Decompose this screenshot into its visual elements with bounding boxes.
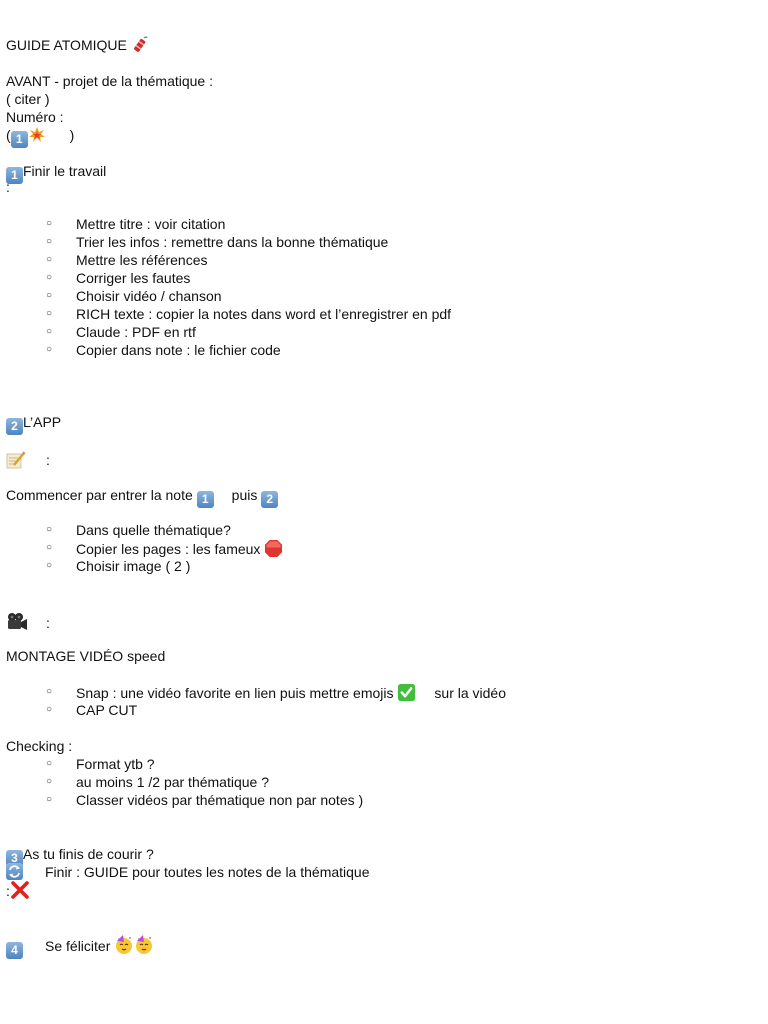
list-item: RICH texte : copier la notes dans word e… <box>76 306 452 322</box>
check-mark-button-icon <box>397 683 416 706</box>
cross-mark-icon <box>10 880 30 904</box>
camera-colon: : <box>46 615 50 631</box>
list-item: CAP CUT <box>76 702 138 718</box>
list-item: Choisir image ( 2 ) <box>76 558 191 574</box>
repeat-line: Finir : GUIDE pour toutes les notes de l… <box>6 863 370 881</box>
bullet-icon: ○ <box>45 524 53 535</box>
list-item: Mettre titre : voir citation <box>76 216 226 232</box>
list-item: Corriger les fautes <box>76 270 191 286</box>
partying-face-icon <box>114 935 154 959</box>
repeat-text: Finir : GUIDE pour toutes les notes de l… <box>45 864 370 880</box>
keycap-1-icon: 1 <box>10 131 28 148</box>
bullet-icon: ○ <box>45 218 53 229</box>
keycap-3-icon: 3 <box>6 850 23 867</box>
step4-line: 4 Se féliciter <box>6 935 154 959</box>
numero-label: Numéro : <box>6 109 64 125</box>
bullet-icon: ○ <box>45 272 53 283</box>
list-item-text: Copier les pages : les fameux <box>76 541 261 557</box>
list-item: Classer vidéos par thématique non par no… <box>76 792 364 808</box>
list-item: au moins 1 /2 par thématique ? <box>76 774 270 790</box>
bullet-icon: ○ <box>45 542 53 553</box>
citer-line: ( citer ) <box>6 91 50 107</box>
list-item: Claude : PDF en rtf <box>76 324 196 340</box>
bullet-icon: ○ <box>45 758 53 769</box>
step1-colon: : <box>6 179 10 195</box>
list-item: Trier les infos : remettre dans la bonne… <box>76 234 389 250</box>
intro-puis: puis <box>231 487 258 503</box>
bullet-icon: ○ <box>45 254 53 265</box>
step1-title: Finir le travail <box>23 163 107 179</box>
bullet-icon: ○ <box>45 236 53 247</box>
bullet-icon: ○ <box>45 704 53 715</box>
intro-text: Commencer par entrer la note <box>6 487 193 503</box>
step3-colon: : <box>6 883 10 899</box>
list-item-text: Snap : une vidéo favorite en lien puis m… <box>76 685 394 701</box>
memo-line: : <box>6 451 50 473</box>
movie-camera-icon <box>6 612 28 636</box>
bullet-icon: ○ <box>45 344 53 355</box>
list-item: Copier dans note : le fichier code <box>76 342 281 358</box>
keycap-1-icon: 1 <box>196 491 214 508</box>
step3-title: As tu finis de courir ? <box>23 846 154 862</box>
step4-text: Se féliciter <box>45 938 111 954</box>
close-paren: ) <box>69 127 75 143</box>
list-item: Format ytb ? <box>76 756 155 772</box>
list-item: Snap : une vidéo favorite en lien puis m… <box>76 683 506 706</box>
bullet-icon: ○ <box>45 308 53 319</box>
checking-heading: Checking : <box>6 738 73 754</box>
bullet-icon: ○ <box>45 776 53 787</box>
bullet-icon: ○ <box>45 290 53 301</box>
step2-title: L’APP <box>23 414 62 430</box>
keycap-2-icon: 2 <box>261 491 279 508</box>
title-text: GUIDE ATOMIQUE <box>6 37 127 53</box>
list-item: Choisir vidéo / chanson <box>76 288 222 304</box>
keycap-1-icon: 1 <box>6 167 23 184</box>
guide-title: GUIDE ATOMIQUE <box>6 36 149 58</box>
keycap-4-icon: 4 <box>6 942 23 959</box>
memo-icon <box>6 451 26 473</box>
bullet-icon: ○ <box>45 686 53 697</box>
keycap-2-icon: 2 <box>6 418 23 435</box>
firecracker-icon <box>131 36 149 58</box>
camera-line: : <box>6 612 50 636</box>
stop-sign-icon <box>264 539 283 562</box>
intro-line: Commencer par entrer la note 1 puis 2 <box>6 486 279 508</box>
repeat-icon <box>6 863 23 880</box>
list-item: Mettre les références <box>76 252 208 268</box>
list-item: Dans quelle thématique? <box>76 522 231 538</box>
montage-heading: MONTAGE VIDÉO speed <box>6 648 166 664</box>
bullet-icon: ○ <box>45 794 53 805</box>
bullet-icon: ○ <box>45 326 53 337</box>
collision-icon <box>28 126 46 148</box>
avant-line: AVANT - projet de la thématique : <box>6 73 213 89</box>
memo-colon: : <box>46 452 50 468</box>
open-paren: ( <box>6 127 11 143</box>
step3-colon-line: : <box>6 880 30 904</box>
numero-value: (1 ) <box>6 126 74 148</box>
list-item-suffix: sur la vidéo <box>434 685 506 701</box>
list-item: Copier les pages : les fameux <box>76 539 283 562</box>
bullet-icon: ○ <box>45 560 53 571</box>
